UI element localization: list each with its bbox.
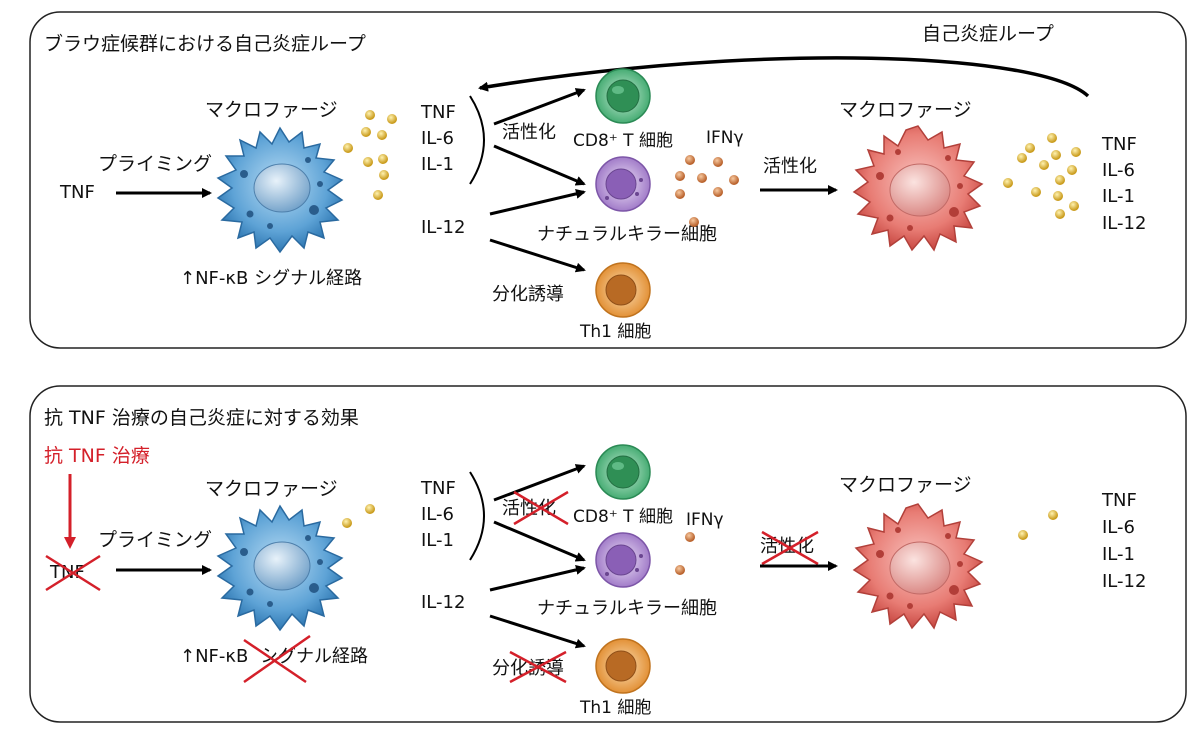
cytokine-il12: IL-12 xyxy=(421,217,465,238)
nk-label: ナチュラルキラー細胞 xyxy=(537,224,717,245)
cytokine-bracket-2 xyxy=(469,471,485,561)
cytokine-tnf-2: TNF xyxy=(420,478,456,499)
pathway-label-2a: ↑NF-κB xyxy=(180,646,248,667)
priming-label-2: プライミング xyxy=(98,529,212,551)
arrow-to-cd8 xyxy=(493,88,586,126)
cytokine2-il6-2: IL-6 xyxy=(1102,517,1135,538)
activated-macrophage-cell xyxy=(853,125,983,251)
therapy-label: 抗 TNF 治療 xyxy=(44,445,150,467)
macrophage2-label-2: マクロファージ xyxy=(839,474,972,496)
differentiation-blocked-cross xyxy=(509,650,567,684)
cytokine2-tnf-2: TNF xyxy=(1101,490,1137,511)
cytokine-particles-2 xyxy=(1003,133,1081,219)
cytokine-il1: IL-1 xyxy=(421,154,454,175)
cytokine-particles-reduced xyxy=(342,504,375,528)
ifn-label: IFNγ xyxy=(706,128,744,148)
tnf-blocked-cross xyxy=(45,554,101,592)
activated-macrophage-cell-2 xyxy=(853,503,983,629)
cd8-label-2: CD8⁺ T 細胞 xyxy=(573,507,673,527)
panel-frame-2 xyxy=(29,385,1187,723)
ifn-particles-reduced xyxy=(675,532,695,575)
differentiation-label: 分化誘導 xyxy=(492,284,564,305)
cytokine-il1-2: IL-1 xyxy=(421,530,454,551)
cytokine-particles xyxy=(343,110,397,200)
loop-label: 自己炎症ループ xyxy=(922,23,1054,45)
th1-label: Th1 細胞 xyxy=(579,322,651,342)
arrow-to-cd8-2 xyxy=(493,464,586,502)
nk-label-2: ナチュラルキラー細胞 xyxy=(537,598,717,619)
panel-title-2: 抗 TNF 治療の自己炎症に対する効果 xyxy=(44,407,359,429)
panel-anti-tnf-effect: 抗 TNF 治療の自己炎症に対する効果 抗 TNF 治療 TNF プライミング … xyxy=(29,385,1187,723)
macrophage2-label: マクロファージ xyxy=(839,99,972,121)
cytokine-particles-2-reduced xyxy=(1018,510,1058,540)
primed-macrophage-cell xyxy=(217,127,343,253)
cytokine2-il6: IL-6 xyxy=(1102,160,1135,181)
nk-cell xyxy=(595,156,651,212)
arrow-to-th1 xyxy=(489,238,586,273)
cytokine-tnf: TNF xyxy=(420,102,456,123)
cytokine2-il1: IL-1 xyxy=(1102,186,1135,207)
pathway-label-2b: シグナル経路 xyxy=(260,646,368,667)
priming-label: プライミング xyxy=(98,153,212,175)
arrow-to-nk-from-il12-2 xyxy=(489,564,586,592)
panel-autoinflammatory-loop: ブラウ症候群における自己炎症ループ 自己炎症ループ TNF プライミング マクロ… xyxy=(29,11,1187,349)
arrow-to-nk-from-cytokines xyxy=(493,144,586,186)
cytokine-il6: IL-6 xyxy=(421,128,454,149)
arrow-to-nk-from-il12 xyxy=(489,188,586,216)
th1-label-2: Th1 細胞 xyxy=(579,698,651,718)
ifn-particles xyxy=(675,155,739,227)
loop-arrow xyxy=(478,56,1090,98)
priming-input-tnf-2: TNF xyxy=(49,562,85,583)
nk-cell-2 xyxy=(595,532,651,588)
cytokine2-il12-2: IL-12 xyxy=(1102,571,1146,592)
pathway-blocked-cross xyxy=(243,634,311,684)
cytokine2-tnf: TNF xyxy=(1101,134,1137,155)
ifn-label-2: IFNγ xyxy=(686,510,724,530)
cd8-t-cell-2 xyxy=(595,444,651,500)
activation-label: 活性化 xyxy=(502,122,556,143)
macrophage-label-2: マクロファージ xyxy=(205,478,338,500)
cytokine2-il1-2: IL-1 xyxy=(1102,544,1135,565)
cytokine-bracket xyxy=(469,95,485,185)
activation2-label: 活性化 xyxy=(763,156,817,177)
cytokine2-il12: IL-12 xyxy=(1102,213,1146,234)
cytokine-il6-2: IL-6 xyxy=(421,504,454,525)
pathway-label: ↑NF-κB シグナル経路 xyxy=(180,268,362,289)
th1-cell xyxy=(595,262,651,318)
arrow-to-th1-2 xyxy=(489,614,586,649)
panel-title: ブラウ症候群における自己炎症ループ xyxy=(44,32,366,55)
activation2-blocked-cross xyxy=(761,530,819,566)
cd8-label: CD8⁺ T 細胞 xyxy=(573,131,673,151)
cd8-t-cell xyxy=(595,68,651,124)
priming-input-tnf: TNF xyxy=(59,182,95,203)
panel-frame xyxy=(29,11,1187,349)
macrophage-label: マクロファージ xyxy=(205,99,338,121)
activation-blocked-cross xyxy=(513,490,569,526)
primed-macrophage-cell-2 xyxy=(217,505,343,631)
arrow-to-nk-from-cytokines-2 xyxy=(493,520,586,562)
activation-label-2: 活性化 xyxy=(502,498,556,519)
th1-cell-2 xyxy=(595,638,651,694)
cytokine-il12-2: IL-12 xyxy=(421,592,465,613)
